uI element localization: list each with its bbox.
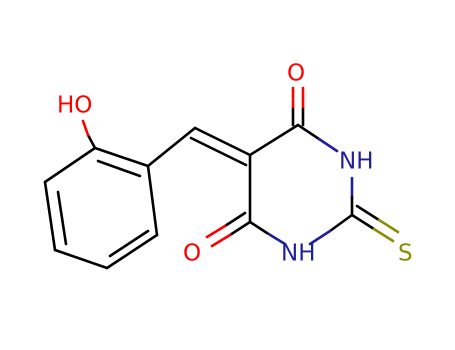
hydroxyl-bond — [81, 119, 97, 150]
carbonyl-top — [291, 86, 305, 127]
benzene-ring — [43, 146, 159, 270]
bond-c5-c4 — [248, 123, 300, 157]
ring-bond-c6-c1 — [93, 146, 150, 168]
carbonyl-bottom — [205, 211, 252, 248]
bond-c6-o-b-black — [223, 211, 247, 228]
thiocarbonyl — [350, 204, 400, 243]
atom-label-hydroxyl: HO — [57, 93, 92, 119]
ring-bond-c3-c4 — [53, 248, 109, 270]
bond-c4-n3-black — [296, 123, 321, 141]
ring-bond-c5-c6 — [146, 164, 159, 237]
bond-c2-s-a-black — [350, 213, 376, 231]
atom-label-nh-right: NH — [339, 149, 374, 175]
ring-bond-c2-c3 — [43, 180, 57, 252]
bond-c2-n1-blue — [308, 229, 332, 246]
pyrimidine-ring — [248, 123, 354, 246]
ring-bond-c1-c2 — [43, 146, 97, 184]
atom-label-oxygen-top: O — [287, 61, 305, 87]
bond-c2-s-b-olive — [377, 218, 400, 234]
bond-c2-n1-black — [328, 213, 354, 233]
bond-c1-o-red — [81, 119, 90, 137]
bond-n1-c6-blue — [265, 231, 287, 246]
bond-c2-s-b-black — [355, 204, 381, 222]
bond-c6-o-b-red — [205, 224, 227, 239]
bond-c2-s-a-olive — [372, 227, 395, 243]
bond-ch-c5-double-b — [189, 136, 248, 167]
atom-label-sulfur: S — [398, 241, 413, 267]
ring-bond-c4-c5-inner — [108, 229, 150, 258]
ring-bond-c6-c1-inner — [96, 159, 142, 178]
ring-bond-c2-c3-inner — [56, 190, 68, 246]
bond-c6-o-a-black — [228, 220, 252, 237]
bond-ring-to-ch — [146, 126, 197, 168]
atom-label-nh-bottom: NH — [281, 241, 316, 267]
bond-c6-o-a-red — [210, 233, 232, 248]
bond-n1-c6-black — [248, 220, 269, 235]
bond-c1-o-black — [86, 133, 97, 150]
atom-label-oxygen-bottom: O — [183, 241, 201, 267]
bond-c4-n3-blue — [317, 137, 339, 153]
bond-ch-c5-double-a — [193, 126, 252, 157]
methylidene-linker — [146, 126, 252, 168]
ring-bond-c4-c5 — [105, 233, 159, 270]
